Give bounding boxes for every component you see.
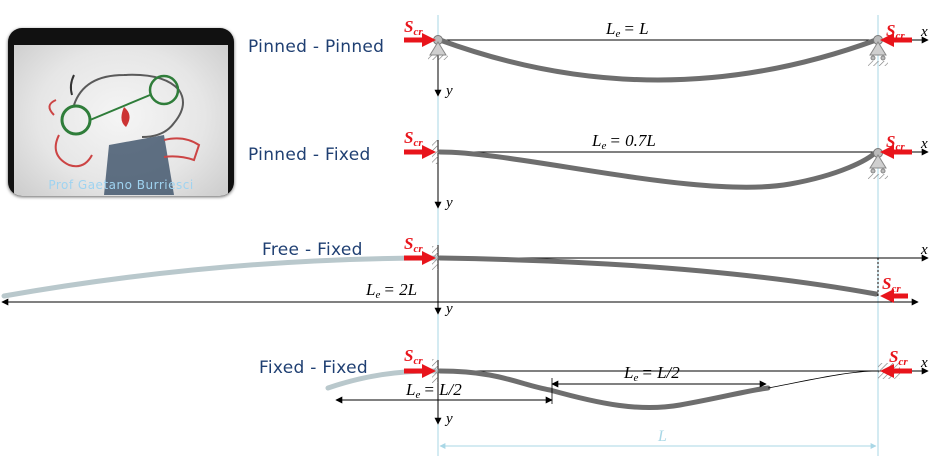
- y-axis-label-1: y: [444, 83, 453, 99]
- effective-length-label-3: Le= 2L: [365, 280, 417, 301]
- force-arrowhead-right-1: [880, 33, 894, 47]
- buckled-beam-4: [437, 368, 771, 411]
- effective-length-label-1: Le= L: [605, 19, 649, 40]
- pin-support-left-icon: [428, 35, 448, 60]
- x-axis-label-1: x: [920, 24, 928, 40]
- force-label-right-4: Scr: [889, 347, 908, 368]
- effective-length-label-2: Le= 0.7L: [591, 131, 656, 152]
- force-label-right-3: Scr: [882, 274, 901, 295]
- case-label-pinned-pinned: Pinned - Pinned: [248, 37, 385, 57]
- force-label-right-1: Scr: [886, 21, 905, 42]
- force-label-left-1: Scr: [404, 17, 423, 38]
- case-free-fixed: Scr Scr Le= 2L x y: [1, 234, 929, 317]
- case-pinned-pinned: Scr Scr Le= L x y: [404, 17, 929, 99]
- case-fixed-fixed: Scr Scr Le= L/2 Le= L/2 x y L: [325, 346, 929, 449]
- force-label-left-2: Scr: [404, 128, 423, 149]
- effective-length-label-4b: Le= L/2: [623, 363, 680, 384]
- ghost-beam-extension: [1, 255, 439, 299]
- force-arrowhead-right-3: [880, 289, 894, 303]
- drawing-sketch: [48, 73, 201, 195]
- instructor-thumbnail: Prof Gaetano Burriesci: [8, 28, 234, 196]
- force-arrowhead-left-3: [422, 251, 436, 265]
- ghost-beam-extension-4: [325, 368, 439, 391]
- deflected-shape-continuation: [767, 370, 877, 389]
- force-arrowhead-left-1: [422, 33, 436, 47]
- force-label-right-2: Scr: [886, 132, 905, 153]
- x-axis-label-3: x: [920, 242, 928, 258]
- y-axis-label-4: y: [444, 411, 453, 427]
- case-label-pinned-fixed: Pinned - Fixed: [248, 145, 371, 165]
- pin-support-right-icon-2: [868, 148, 888, 179]
- x-axis-label-4: x: [920, 355, 928, 371]
- force-label-left-3: Scr: [404, 234, 423, 255]
- case-pinned-fixed: Scr Scr Le= 0.7L x y: [404, 128, 929, 211]
- y-axis-label-3: y: [444, 301, 453, 317]
- effective-length-label-4a: Le= L/2: [405, 380, 462, 401]
- force-arrowhead-left-4: [422, 364, 436, 378]
- x-axis-label-2: x: [920, 136, 928, 152]
- buckled-beam-3: [437, 255, 879, 297]
- instructor-caption: Prof Gaetano Burriesci: [48, 178, 194, 192]
- child-drawing-image: [14, 45, 228, 196]
- force-label-left-4: Scr: [404, 346, 423, 367]
- y-axis-label-2: y: [444, 195, 453, 211]
- case-label-fixed-fixed: Fixed - Fixed: [259, 358, 368, 378]
- buckled-beam-2: [437, 149, 879, 190]
- case-label-free-fixed: Free - Fixed: [262, 240, 363, 260]
- force-arrowhead-left-2: [422, 145, 436, 159]
- force-arrowhead-right-2: [880, 145, 894, 159]
- force-arrowhead-right-4: [880, 364, 894, 378]
- span-length-label: L: [657, 428, 667, 445]
- buckled-beam-1: [437, 37, 879, 83]
